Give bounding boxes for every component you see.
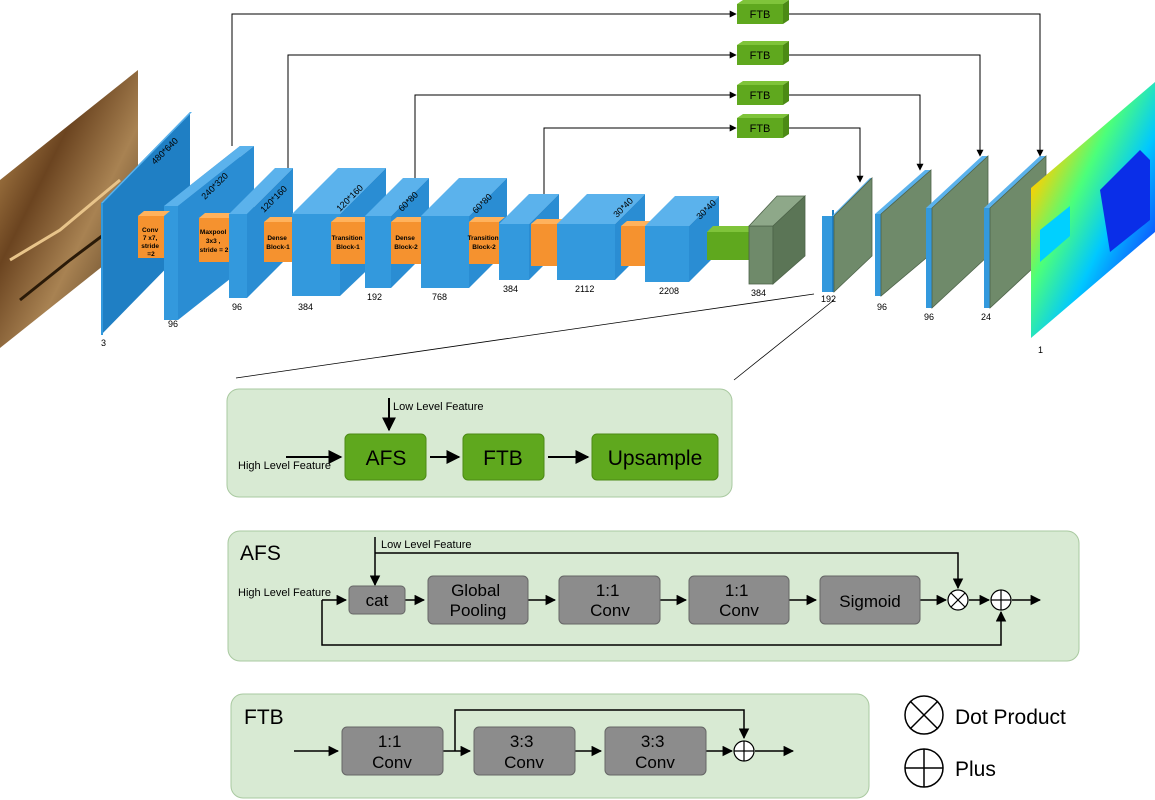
dense-block-1-box bbox=[264, 222, 292, 262]
ftb-skip-4: FTB bbox=[737, 114, 789, 138]
dense-block-2-label: Dense Block-2 bbox=[394, 235, 418, 251]
ftb-box bbox=[462, 433, 545, 481]
afs-box-label: AFS bbox=[366, 447, 407, 470]
legend-plus-icon bbox=[904, 748, 944, 788]
maxpool-op-box bbox=[199, 218, 229, 262]
afs-plus-icon bbox=[990, 589, 1012, 611]
ftb-conv-3x3-b-label: 3:3 Conv bbox=[635, 732, 675, 772]
decoder-block-3 bbox=[926, 155, 989, 309]
maxpool-channels-label: 96 bbox=[232, 302, 242, 312]
ftb-skip-2: FTB bbox=[737, 41, 789, 65]
cat-op-label: cat bbox=[366, 591, 389, 610]
decoder-4-channels-label: 24 bbox=[981, 312, 991, 322]
ftb-skip-3: FTB bbox=[737, 81, 789, 105]
transition-block-2-label: Transition Block-2 bbox=[468, 235, 501, 251]
ftb-panel-title: FTB bbox=[244, 706, 284, 729]
ftb-plus-icon bbox=[733, 740, 755, 762]
afs-panel-title: AFS bbox=[240, 542, 281, 565]
ftb-skip-1: FTB bbox=[737, 0, 789, 24]
dense-block-3-box bbox=[531, 224, 557, 266]
upsample-box bbox=[591, 433, 719, 481]
transition-block-2-box bbox=[469, 222, 499, 264]
decoder-low-level-label: Low Level Feature bbox=[393, 401, 484, 413]
maxpool-op-label: Maxpool 3x3 , stride = 2 bbox=[200, 229, 229, 254]
ftb-conv-1x1-label: 1:1 Conv bbox=[372, 732, 412, 772]
ftb-conv-3x3-a-label: 3:3 Conv bbox=[504, 732, 544, 772]
dense-block-2-channels-label: 768 bbox=[432, 292, 447, 302]
decoder-3-channels-label: 96 bbox=[924, 312, 934, 322]
decoder-1-channels-label: 192 bbox=[821, 294, 836, 304]
conv-channels-label: 96 bbox=[168, 319, 178, 329]
ftb-conv-1x1-op bbox=[341, 726, 444, 776]
cat-op bbox=[348, 585, 406, 615]
output-depth-map bbox=[1031, 82, 1155, 338]
transition-block-1-label: Transition Block-1 bbox=[332, 235, 365, 251]
legend-plus-label: Plus bbox=[955, 758, 996, 781]
output-channels-label: 1 bbox=[1038, 345, 1043, 355]
svg-text:FTB: FTB bbox=[750, 9, 771, 21]
sigmoid-label: Sigmoid bbox=[839, 592, 900, 611]
afs-conv-a-label: 1:1 Conv bbox=[590, 581, 630, 620]
afs-high-level-label: High Level Feature bbox=[238, 587, 331, 599]
transition-block-2-channels-label: 384 bbox=[503, 284, 518, 294]
zoom-line-right bbox=[733, 299, 835, 381]
input-channels-label: 3 bbox=[101, 338, 106, 348]
bottleneck-block bbox=[707, 195, 807, 285]
norm-box bbox=[621, 226, 645, 266]
afs-conv-b-op bbox=[688, 575, 790, 625]
dense-block-3-channels-label: 2112 bbox=[575, 284, 594, 294]
bottleneck-channels-label: 384 bbox=[751, 288, 766, 298]
ftb-box-label: FTB bbox=[483, 447, 523, 470]
dense-block-1-label: Dense Block-1 bbox=[266, 235, 290, 251]
dense-block-2-box bbox=[391, 222, 421, 264]
transition-block-1-channels-label: 192 bbox=[367, 292, 382, 302]
afs-box bbox=[344, 433, 427, 481]
transition-block-1-box bbox=[331, 222, 365, 264]
global-pooling-op bbox=[427, 575, 529, 625]
svg-text:FTB: FTB bbox=[750, 50, 771, 62]
legend-dot-product-icon bbox=[904, 695, 944, 735]
ftb-conv-3x3-b-op bbox=[604, 726, 707, 776]
svg-text:FTB: FTB bbox=[750, 90, 771, 102]
afs-conv-a-op bbox=[558, 575, 661, 625]
upsample-box-label: Upsample bbox=[608, 447, 703, 470]
conv-op-label: Conv 7 x7, stride =2 bbox=[141, 227, 161, 258]
ftb-conv-3x3-a-op bbox=[473, 726, 576, 776]
decoder-2-channels-label: 96 bbox=[877, 302, 887, 312]
decoder-high-level-label: High Level Feature bbox=[238, 460, 331, 472]
encoder-block-final bbox=[645, 196, 719, 282]
svg-text:FTB: FTB bbox=[750, 123, 771, 135]
conv-op-box bbox=[138, 216, 164, 258]
afs-conv-b-label: 1:1 Conv bbox=[719, 581, 759, 620]
afs-dot-product-icon bbox=[947, 589, 969, 611]
global-pooling-label: Global Pooling bbox=[450, 581, 507, 620]
decoder-block-1 bbox=[822, 177, 873, 293]
legend-dot-product-label: Dot Product bbox=[955, 706, 1066, 729]
skip-connections bbox=[231, 10, 1044, 194]
sigmoid-op bbox=[819, 575, 921, 625]
afs-low-level-label: Low Level Feature bbox=[381, 539, 472, 551]
dense-block-1-channels-label: 384 bbox=[298, 302, 313, 312]
final-channels-label: 2208 bbox=[659, 286, 679, 296]
zoom-line-left bbox=[235, 293, 815, 379]
decoder-block-2 bbox=[875, 169, 932, 297]
